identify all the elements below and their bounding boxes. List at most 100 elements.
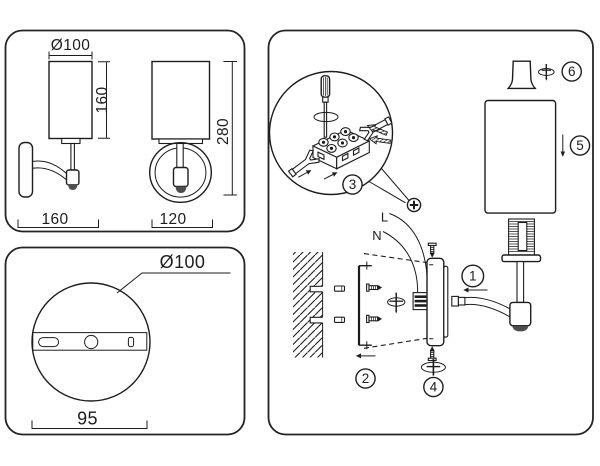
neutral-wire-path [382,231,419,293]
step-1-arrow [463,287,488,293]
shade-diameter-label: Ø100 [51,37,91,54]
width-dimension: 120 [151,211,213,228]
shade-diameter-dimension: Ø100 [48,37,93,60]
insert-arrow-front [323,172,338,180]
wall-plug-bottom [333,316,346,323]
arm-knuckle [65,169,80,186]
panel-backplate-view: Ø100 95 [4,246,246,436]
wire-live-label: L [381,210,388,225]
mounting-bracket [357,261,372,350]
side-view [18,60,93,198]
insert-arrow-left [298,170,312,178]
step-5-badge: 5 [569,135,591,156]
step-6-label: 6 [568,64,576,79]
screw-slot-hole [38,337,60,348]
lamp-arm [451,218,542,332]
shade-holder [61,137,81,145]
socket-slot [517,221,528,252]
arm-stem [516,261,525,303]
drill-hole-top [309,285,323,293]
arm-tube-lower [32,167,67,181]
step-4-badge: 4 [423,376,444,398]
stem-rod [70,142,75,171]
step-5-label: 5 [576,138,584,153]
knuckle-cap-front [175,186,187,193]
center-hole [84,334,99,350]
screwing-icon-backplate [420,359,446,376]
knuckle-front [172,166,189,188]
step-5-arrow [560,134,565,157]
shade-height-label: 160 [94,86,111,113]
overall-width-label: 120 [159,211,186,228]
wire-fork-left [287,149,320,178]
step-1-badge: 1 [461,264,485,288]
step-2-arrow [355,353,376,359]
overall-height-dimension: 280 [215,61,237,196]
overall-height-label: 280 [215,118,232,145]
backplate-flange [443,265,449,338]
step-3-label: 3 [349,177,357,192]
arm-fitting-collar [457,296,466,306]
backplate-circle [31,282,151,402]
wall-hatch [293,252,323,358]
screwdriver [313,75,339,138]
terminal-screw-icon [406,197,422,213]
plate-diameter-label: Ø100 [160,252,206,272]
insert-arrow-right-1 [366,124,389,136]
step-4-label: 4 [430,380,438,395]
step-2-badge: 2 [355,368,376,389]
arm-tube-lower [464,303,511,318]
arm-disc [501,254,542,263]
backplate-screw-bottom [427,346,437,362]
bracket-screw-top [366,283,383,292]
callout-tail [368,168,410,204]
bracket-screw-bottom [366,314,383,324]
projection-line-top [363,253,428,264]
step-2-label: 2 [362,371,370,386]
wall-plug-top [333,285,346,292]
insert-arrow-right-2 [368,135,392,145]
hole-spacing-dimension: 95 [31,409,148,429]
plate-diameter-callout: Ø100 [116,252,231,294]
step-3-badge: 3 [342,174,363,195]
stem-rod-front [176,142,184,169]
projection-line-bottom [363,337,428,349]
wiring-detail-circle [268,70,410,204]
socket-thread [508,218,535,256]
socket-cover [506,60,537,90]
arm-elbow [509,301,532,327]
panel-assembly: L N [267,29,594,436]
arm-tube-upper [32,160,67,174]
wire-connector [412,292,429,311]
panel-frame [4,246,246,436]
drill-hole-bottom [309,316,323,324]
step-1-label: 1 [469,269,477,284]
mounting-bar [32,332,148,351]
arm-fitting [451,295,459,307]
backplate [426,257,449,347]
backplate-screw-top [427,242,437,258]
clip-hole [127,336,135,348]
knuckle-cap [68,185,78,190]
wire-neutral-label: N [372,228,381,243]
panel-frame [4,29,246,233]
shade-height-dimension: 160 [94,61,111,139]
arm-ring-outer [148,141,212,203]
screwing-icon-bracket [387,292,406,314]
terminal-block [311,127,371,170]
terminal-posts [318,127,359,153]
rotation-ellipse [313,111,339,123]
depth-dimension: 160 [17,211,99,228]
hole-spacing-label: 95 [77,409,98,429]
overall-depth-label: 160 [41,211,68,228]
lampshade [484,99,557,214]
step-6-badge: 6 [561,61,583,82]
front-view [148,60,212,203]
wall-plate-side [18,141,34,198]
arm-tube-upper [464,296,511,310]
wall-section [293,252,346,358]
screwing-icon-cover [538,64,555,81]
panel-product-dimensions: Ø100 160 280 160 12 [4,29,246,233]
